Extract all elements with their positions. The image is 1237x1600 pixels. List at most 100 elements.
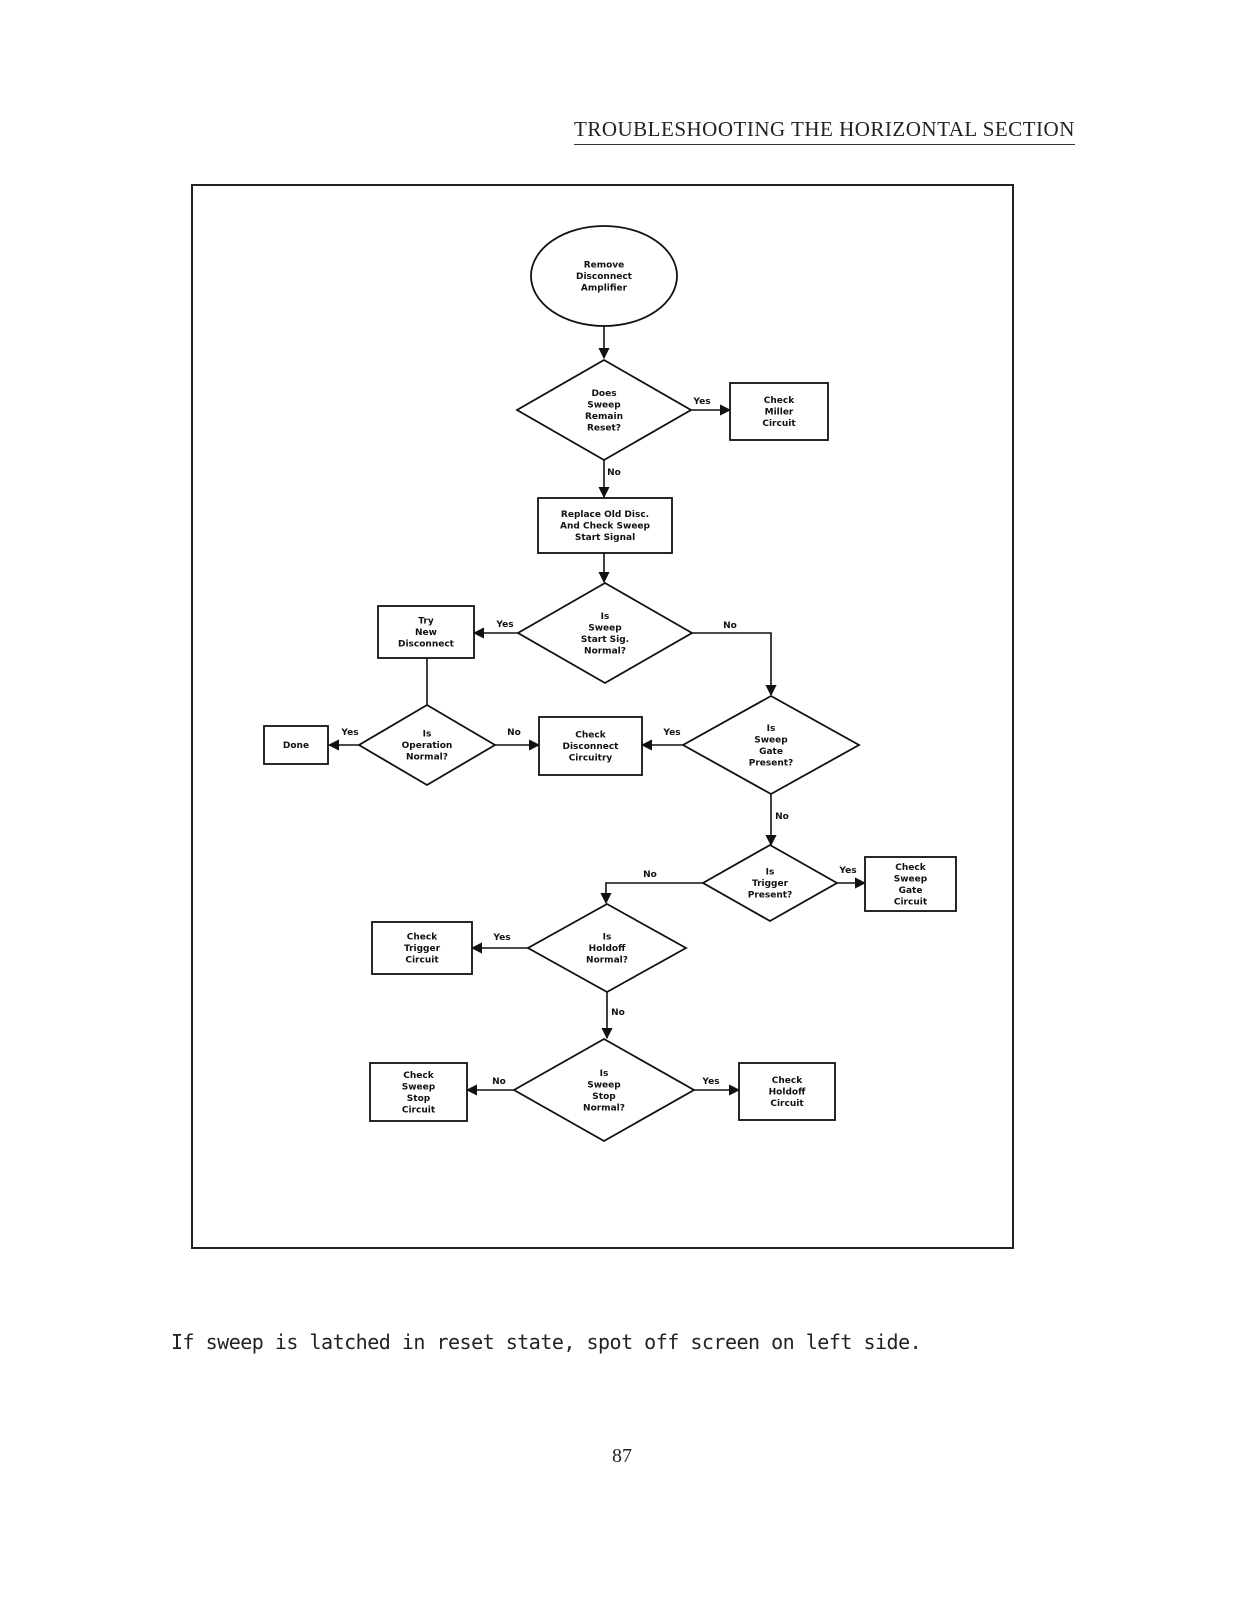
node-text: Disconnect [563, 742, 620, 752]
node-shape [864, 856, 957, 912]
node-done: Done [263, 725, 329, 765]
node-text: Sweep [894, 874, 928, 884]
node-shape [538, 716, 643, 776]
node-text: Stop [407, 1094, 431, 1104]
node-text: Stop [592, 1092, 616, 1102]
node-shape [729, 382, 829, 441]
node-text: Present? [748, 891, 793, 901]
node-text: Holdoff [769, 1088, 806, 1098]
node-shape [357, 703, 497, 787]
node-text: Sweep [402, 1082, 436, 1092]
node-text: And Check Sweep [560, 522, 651, 532]
node-text: Normal? [584, 646, 626, 656]
node-text: Circuit [405, 956, 439, 966]
edge-label: Yes [838, 866, 856, 876]
edge-label: Yes [340, 728, 358, 738]
node-text: Normal? [583, 1103, 625, 1113]
edge-label: Yes [495, 620, 513, 630]
node-shape [377, 605, 475, 659]
node-text: Circuit [762, 419, 796, 429]
node-text: Operation [402, 741, 453, 751]
page-number: 87 [612, 1445, 632, 1467]
edge-label: Yes [492, 933, 510, 943]
edge-label: No [507, 728, 521, 738]
node-text: Circuit [770, 1099, 804, 1109]
node-text: Start Sig. [581, 635, 629, 645]
node-shape [530, 225, 678, 327]
node-text: Remove [584, 261, 625, 271]
node-text: Miller [765, 408, 794, 418]
edge-label: Yes [662, 728, 680, 738]
node-text: Disconnect [576, 272, 633, 282]
node-shape [369, 1062, 468, 1122]
edge-label: No [723, 621, 737, 631]
node-text: Start Signal [575, 533, 635, 543]
node-text: Is [603, 933, 612, 943]
node-text: Reset? [587, 423, 621, 433]
node-shape [512, 1037, 696, 1143]
node-text: Check [403, 1071, 434, 1081]
node-text: Replace Old Disc. [561, 510, 649, 520]
node-text: Is [767, 724, 776, 734]
caption: If sweep is latched in reset state, spot… [171, 1330, 922, 1354]
node-text: Trigger [752, 879, 789, 889]
node-text: Holdoff [589, 944, 626, 954]
node-shape [681, 694, 861, 796]
edge-label: No [775, 812, 789, 822]
node-text: Is [423, 730, 432, 740]
page-header: TROUBLESHOOTING THE HORIZONTAL SECTION [574, 117, 1075, 145]
node-shape [526, 902, 688, 994]
node-text: Is [766, 868, 775, 878]
edge-label: No [643, 870, 657, 880]
node-shape [537, 497, 673, 554]
node-text: Gate [759, 747, 783, 757]
node-text: Check [895, 863, 926, 873]
node-text: Normal? [586, 956, 628, 966]
node-text: Trigger [404, 944, 441, 954]
edge-label: No [607, 468, 621, 478]
node-text: Try [418, 617, 434, 627]
node-text: Sweep [588, 623, 622, 633]
node-text: Done [283, 741, 309, 751]
node-text: Gate [899, 886, 923, 896]
node-text: Check [772, 1076, 803, 1086]
node-text: Is [600, 1069, 609, 1079]
edge-label: Yes [692, 397, 710, 407]
edge-label: No [611, 1008, 625, 1018]
edge-trigger-present-to-holdoff-normal [600, 882, 703, 905]
node-text: Remain [585, 412, 623, 422]
node-text: Circuit [894, 897, 928, 907]
node-shape [263, 725, 329, 765]
node-shape [738, 1062, 836, 1121]
edge-start-sig-to-gate-present [692, 632, 777, 697]
edge-label: Yes [701, 1077, 719, 1087]
node-shape [701, 843, 839, 923]
node-text: Check [575, 731, 606, 741]
node-text: Sweep [587, 1080, 621, 1090]
node-shape [371, 921, 473, 975]
edge-label: No [492, 1077, 506, 1087]
node-text: New [415, 628, 437, 638]
node-text: Amplifier [581, 284, 628, 294]
node-text: Does [591, 389, 616, 399]
node-text: Is [601, 612, 610, 622]
node-text: Check [764, 396, 795, 406]
node-text: Circuit [402, 1105, 436, 1115]
